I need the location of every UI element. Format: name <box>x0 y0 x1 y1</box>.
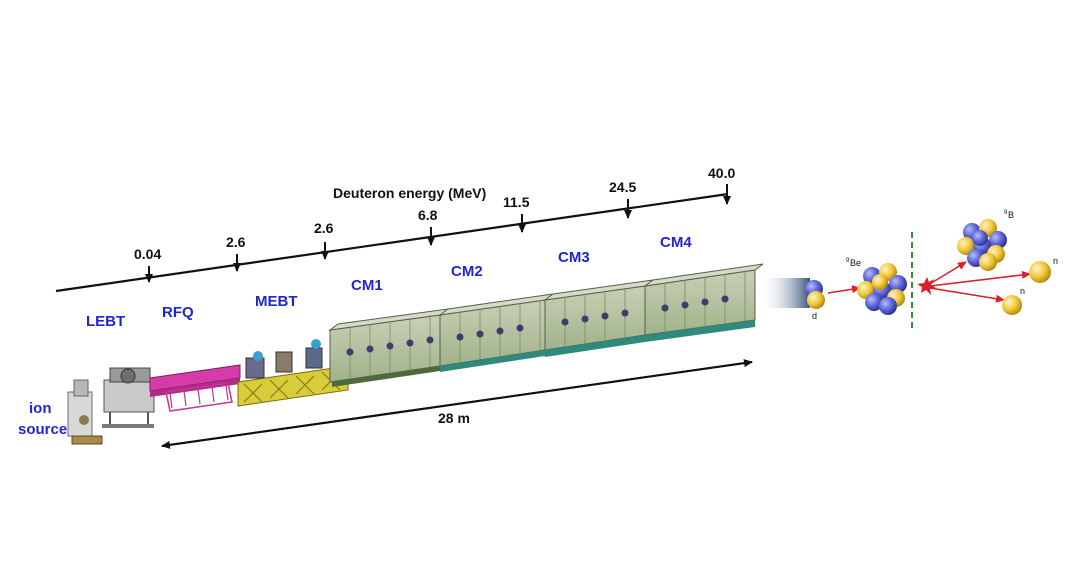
cm3-label: CM3 <box>558 249 590 266</box>
product-arrow <box>927 261 967 286</box>
cm2-label: CM2 <box>451 263 483 280</box>
reaction-burst-icon <box>917 277 936 295</box>
b9-nucleus <box>957 219 1007 271</box>
cryomodule-cm4 <box>644 263 764 342</box>
length-arrow-left <box>161 361 753 449</box>
deuteron-beam <box>760 278 810 308</box>
rfq-hardware <box>149 364 241 412</box>
cryomodule-cm2 <box>439 293 554 372</box>
cryomodule-cm1 <box>328 308 450 387</box>
lebt-hardware <box>102 367 155 428</box>
length-label: 28 m <box>438 410 470 426</box>
mebt-hardware <box>237 339 349 407</box>
energy-tick-label: 24.5 <box>609 179 636 195</box>
deuteron-particle <box>805 280 825 309</box>
be9-nucleus <box>857 263 907 315</box>
neutron-label: n <box>1053 256 1058 266</box>
cm1-label: CM1 <box>351 277 383 294</box>
target-symbol: Be <box>850 258 861 268</box>
energy-tick-label: 40.0 <box>708 165 735 181</box>
ion-source-label: ion <box>29 400 52 417</box>
cryomodule-cm3 <box>544 279 654 357</box>
neutron-label: n <box>1020 286 1025 296</box>
reaction-illustration: d 9 Be <box>760 210 1058 330</box>
lebt-label: LEBT <box>86 313 125 330</box>
neutron-particle <box>1029 261 1051 283</box>
neutron-arrow <box>929 287 1005 303</box>
beam-arrow <box>827 285 861 294</box>
target-mass-number: 9 <box>846 258 850 264</box>
product-mass-number: 9 <box>1004 210 1008 216</box>
ion-source-label: source <box>18 421 67 438</box>
section-labels: ion source LEBT RFQ MEBT CM1 CM2 CM3 CM4 <box>18 234 692 438</box>
neutron-particle <box>1002 295 1022 315</box>
energy-tick-label: 2.6 <box>314 220 334 236</box>
neutron-arrow <box>929 270 1031 287</box>
length-dimension: 28 m <box>161 359 753 449</box>
energy-tick-label: 2.6 <box>226 234 246 250</box>
energy-axis-line <box>55 192 729 293</box>
projectile-label: d <box>812 311 817 321</box>
product-symbol: B <box>1008 210 1014 220</box>
rfq-label: RFQ <box>162 304 194 321</box>
energy-axis: Deuteron energy (MeV) 0.04 2.6 2.6 6.8 1… <box>55 165 735 293</box>
energy-axis-title: Deuteron energy (MeV) <box>333 185 486 201</box>
energy-tick-label: 6.8 <box>418 207 438 223</box>
energy-tick-label: 11.5 <box>503 194 530 210</box>
energy-tick-label: 0.04 <box>134 246 161 262</box>
ion-source-hardware <box>67 379 103 445</box>
mebt-label: MEBT <box>255 293 298 310</box>
cm4-label: CM4 <box>660 234 692 251</box>
